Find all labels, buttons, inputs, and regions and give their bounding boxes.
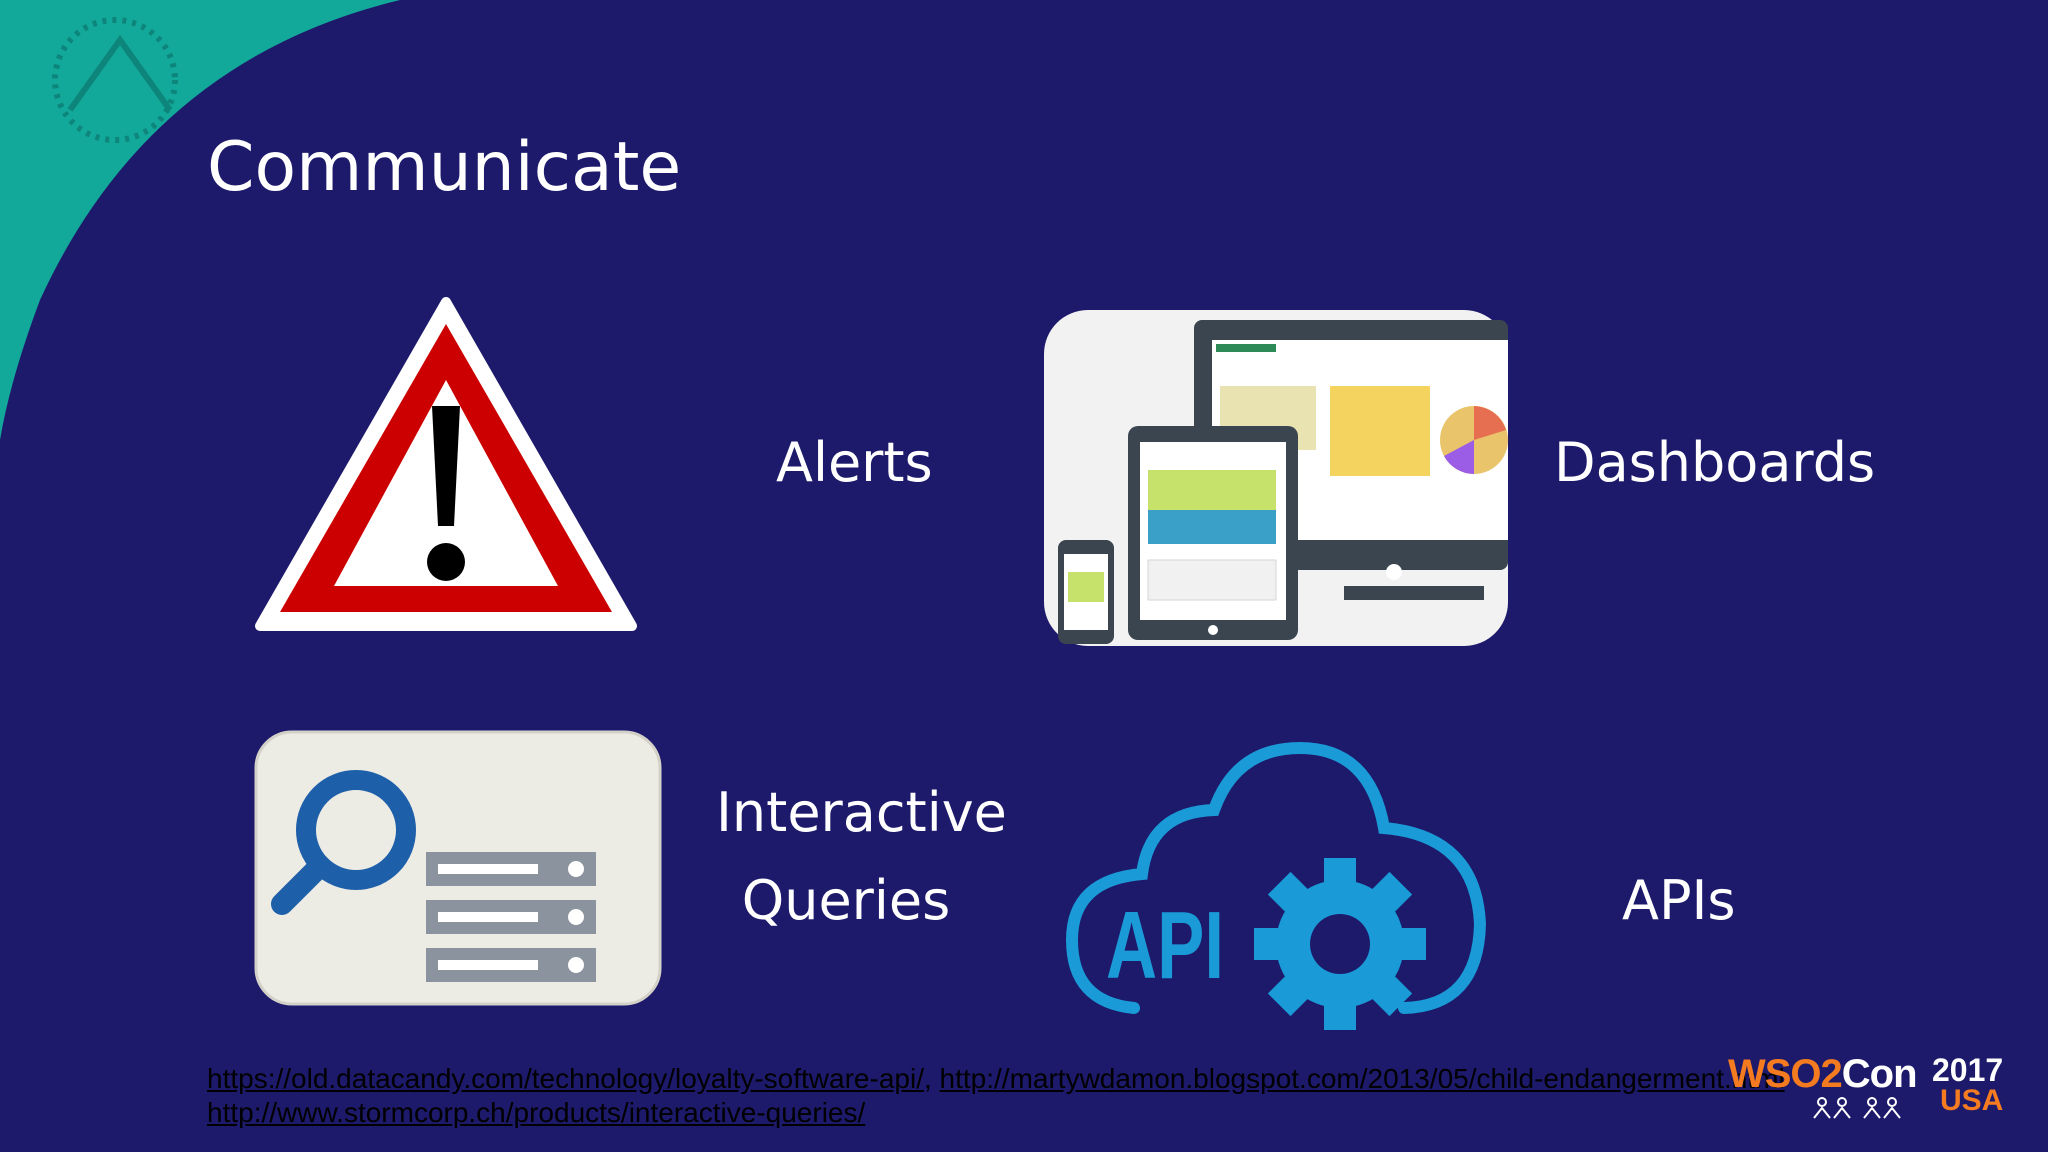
references-line-1: https://old.datacandy.com/technology/loy…	[207, 1062, 1785, 1096]
references-line-2: http://www.stormcorp.ch/products/interac…	[207, 1096, 1785, 1130]
references: https://old.datacandy.com/technology/loy…	[207, 1062, 1785, 1130]
logo-year: 2017	[1932, 1052, 2004, 1088]
logo-con: Con	[1841, 1052, 1918, 1096]
people-icon	[1813, 1097, 1901, 1119]
dashboard-devices-icon	[1044, 310, 1508, 646]
api-text: API	[1106, 892, 1224, 999]
api-cloud-gear-icon: API	[1065, 741, 1487, 1030]
alerts-label: Alerts	[776, 431, 933, 494]
warning-triangle-icon	[255, 297, 637, 631]
logo-wso2: WSO2	[1728, 1052, 1843, 1096]
interactive-label: Interactive	[716, 781, 1007, 844]
corner-decoration	[0, 0, 400, 440]
reference-link-blogspot[interactable]: http://martywdamon.blogspot.com/2013/05/…	[939, 1063, 1785, 1094]
logo-country: USA	[1940, 1084, 2004, 1117]
reference-link-stormcorp[interactable]: http://www.stormcorp.ch/products/interac…	[207, 1097, 866, 1128]
queries-label: Queries	[741, 869, 951, 932]
apis-label: APIs	[1622, 869, 1736, 932]
wso2con-logo: WSO2Con 2017 USA	[1728, 1052, 2008, 1124]
reference-link-datacandy[interactable]: https://old.datacandy.com/technology/loy…	[207, 1063, 924, 1094]
dashboards-label: Dashboards	[1554, 431, 1876, 494]
server-rack-icon	[426, 852, 596, 982]
search-database-icon	[254, 730, 662, 1006]
reference-separator: ,	[923, 1063, 940, 1094]
gear-icon	[1254, 858, 1426, 1030]
slide-title: Communicate	[207, 128, 682, 207]
